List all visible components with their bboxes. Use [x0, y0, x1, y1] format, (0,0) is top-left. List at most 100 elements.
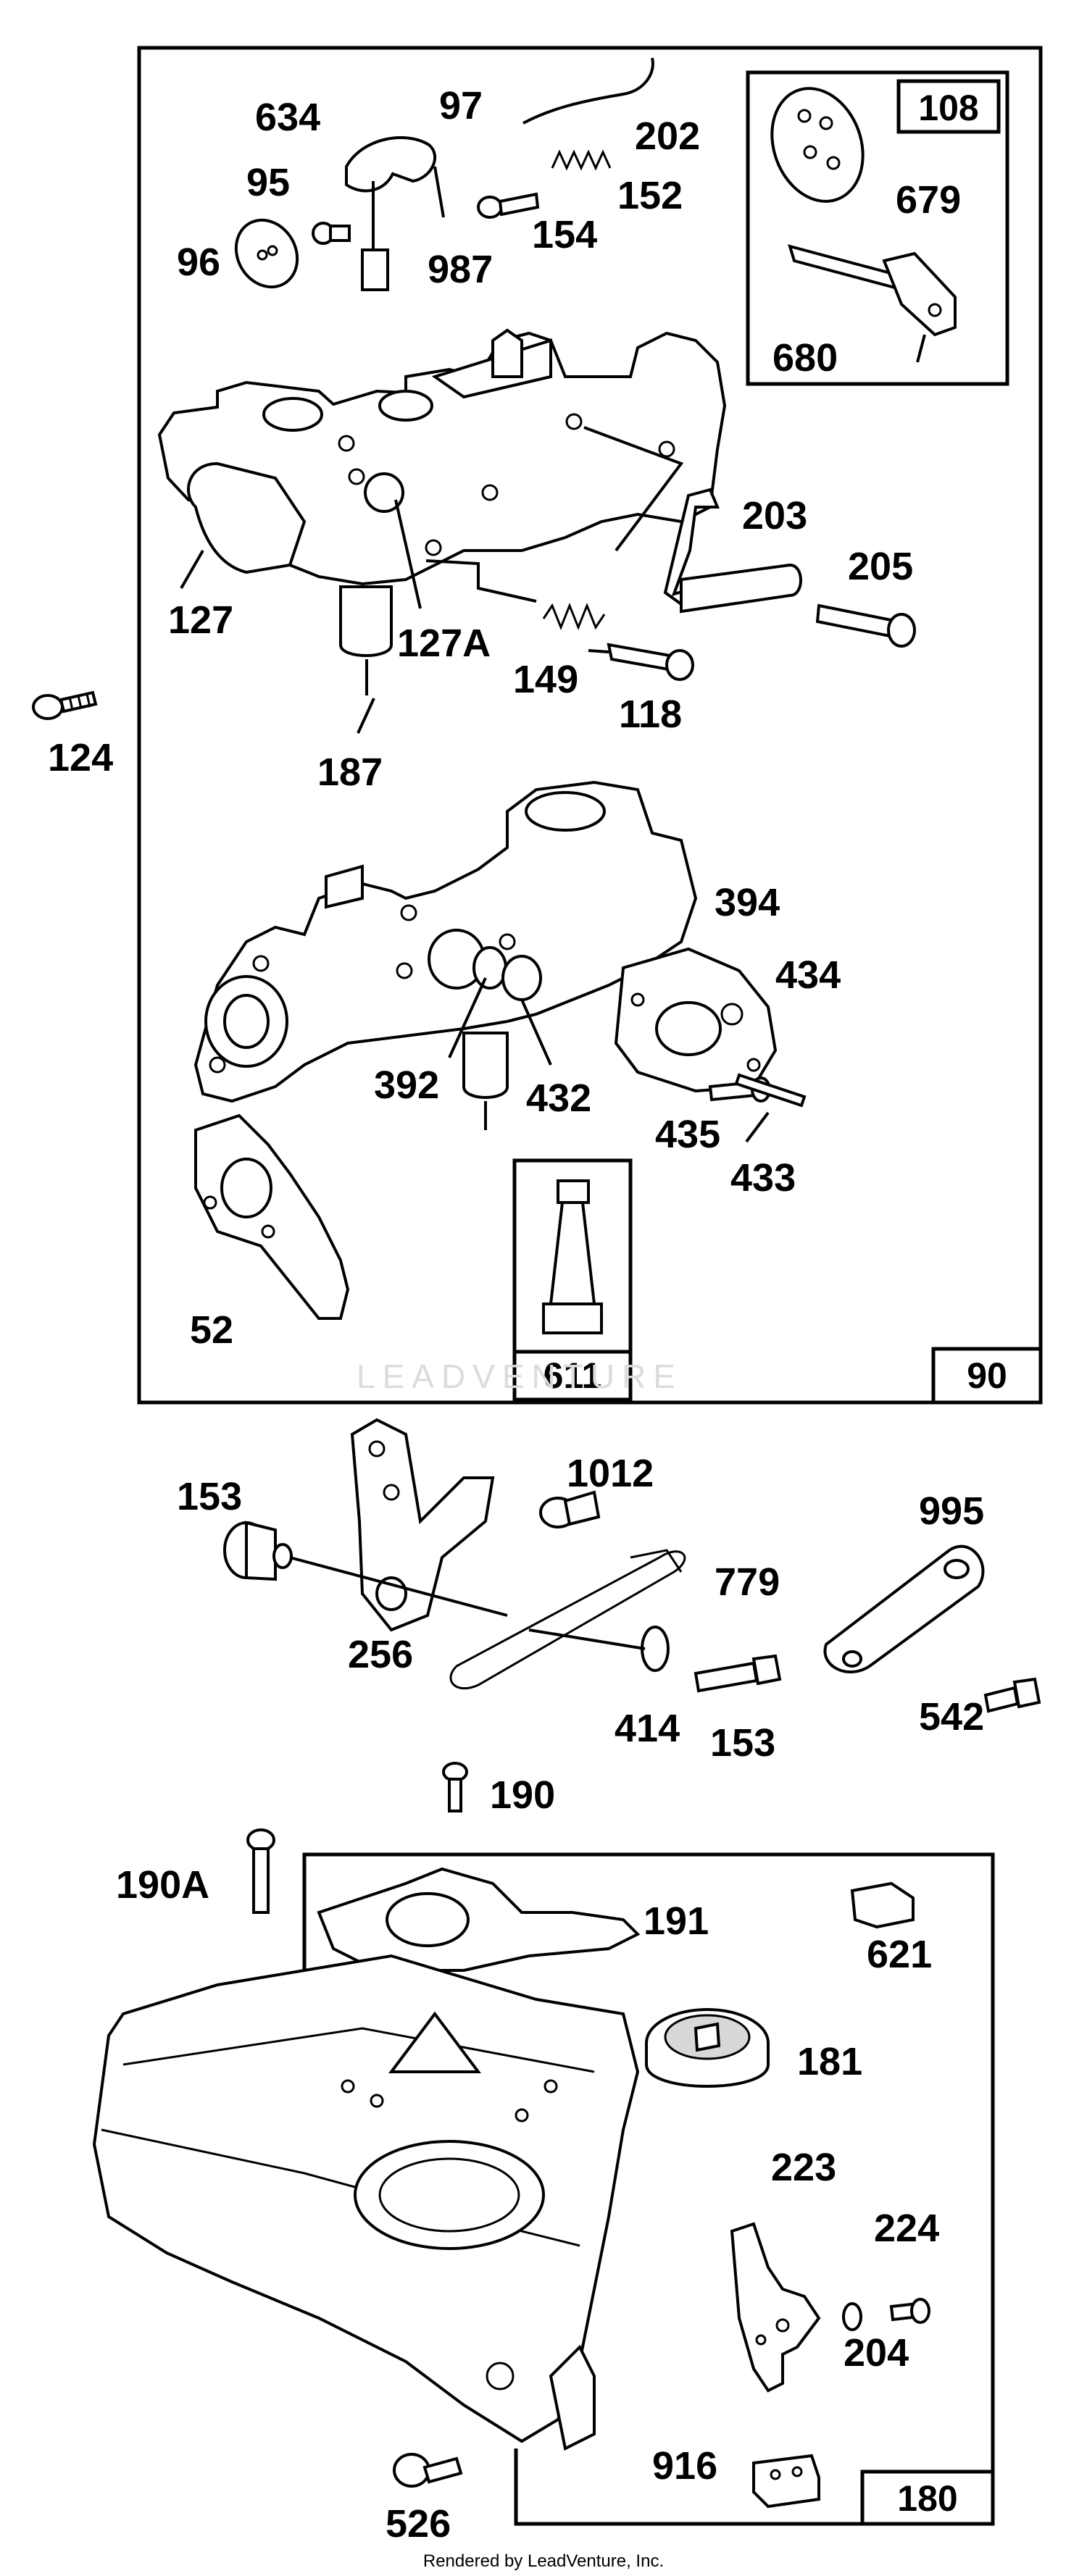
link-wire-part — [522, 57, 654, 125]
part-label-204: 204 — [844, 2331, 909, 2375]
part-label-432: 432 — [526, 1076, 591, 1120]
screw-153b-part — [694, 1654, 782, 1693]
spring-152-part — [551, 149, 612, 171]
spring-149-part — [542, 602, 606, 631]
leader-line — [425, 559, 537, 603]
screw-154-part — [477, 192, 540, 219]
part-label-394: 394 — [715, 881, 780, 924]
leader-line — [520, 999, 552, 1066]
bracket-223-part — [730, 2222, 821, 2393]
group-box-90 — [137, 46, 1043, 1405]
group-box-108-tag — [896, 79, 1001, 134]
link-779-part — [449, 1549, 686, 1690]
leader-line — [289, 1556, 508, 1617]
part-label-916: 916 — [652, 2444, 717, 2488]
leader-line — [180, 550, 204, 589]
carburetor-body-upper — [157, 328, 727, 695]
part-label-203: 203 — [742, 494, 807, 538]
leader-line — [745, 1111, 770, 1143]
group-box-90-label: 90 — [967, 1355, 1007, 1396]
part-label-987: 987 — [428, 248, 493, 291]
group-box-108 — [746, 70, 1009, 386]
footer-credit: Rendered by LeadVenture, Inc. — [422, 2551, 665, 2571]
fuel-cap-181-part — [645, 2008, 770, 2088]
part-label-542: 542 — [919, 1695, 984, 1739]
part-label-153: 153 — [177, 1475, 242, 1518]
part-label-526: 526 — [386, 2502, 451, 2546]
fuel-tank-part — [92, 1954, 640, 2451]
part-label-621: 621 — [867, 1933, 932, 1976]
clamp-916-part — [752, 2454, 820, 2509]
part-label-154: 154 — [532, 213, 597, 256]
leader-line — [394, 499, 422, 609]
screw-190-part — [442, 1762, 468, 1812]
bracket-995-part — [823, 1544, 985, 1674]
group-box-611-label: 611 — [544, 1355, 602, 1396]
part-label-680: 680 — [772, 336, 838, 380]
o-ring-392-part — [472, 946, 507, 990]
group-box-611-tag — [512, 1350, 633, 1402]
part-label-149: 149 — [513, 658, 578, 701]
choke-plate-96-part — [234, 218, 299, 289]
part-label-224: 224 — [874, 2207, 939, 2250]
screw-542-part — [983, 1677, 1041, 1713]
part-label-414: 414 — [615, 1707, 680, 1750]
tool-611-part — [542, 1179, 603, 1334]
part-label-152: 152 — [617, 174, 683, 217]
bushing-153-part — [223, 1521, 293, 1581]
gasket-191-part — [317, 1867, 641, 1972]
leader-line — [583, 426, 684, 552]
part-label-223: 223 — [771, 2146, 836, 2189]
carburetor-body-lower — [193, 780, 698, 1130]
watermark: LEADVENTURE — [357, 1358, 683, 1395]
bracket-256-part — [350, 1418, 495, 1632]
screw-526-part — [393, 2453, 463, 2488]
part-label-96: 96 — [177, 241, 220, 284]
part-label-202: 202 — [635, 114, 700, 158]
screw-95-part — [312, 222, 351, 245]
screw-124-part — [32, 690, 98, 720]
part-label-52: 52 — [190, 1308, 233, 1352]
choke-shaft-679-part — [788, 244, 957, 363]
part-label-191: 191 — [644, 1899, 709, 1943]
group-box-180-label: 180 — [897, 2478, 957, 2519]
throttle-lever-part — [345, 136, 445, 291]
part-label-995: 995 — [919, 1489, 984, 1533]
washer-204-part — [842, 2302, 862, 2331]
screw-224-part — [889, 2298, 930, 2324]
needle-valve-118-part — [588, 643, 694, 681]
gasket-52-part — [194, 1113, 350, 1320]
group-box-180 — [302, 1852, 995, 2526]
part-label-127: 127 — [168, 598, 233, 642]
part-label-256: 256 — [348, 1633, 413, 1676]
part-label-1012: 1012 — [567, 1452, 654, 1495]
cover-434-part — [614, 947, 778, 1093]
pin-205-part — [815, 603, 916, 648]
washer-414-part — [641, 1626, 670, 1672]
group-box-90-tag — [931, 1347, 1043, 1405]
part-label-779: 779 — [715, 1560, 780, 1604]
group-box-108-label: 108 — [918, 88, 978, 128]
choke-plate-108-part — [770, 87, 865, 203]
pin-433-part — [734, 1073, 807, 1108]
throttle-lever-203-part — [663, 488, 802, 614]
part-label-679: 679 — [896, 178, 961, 222]
part-label-118: 118 — [619, 693, 682, 736]
part-label-634: 634 — [255, 96, 320, 139]
part-label-187: 187 — [317, 750, 383, 794]
clip-621-part — [850, 1881, 915, 1929]
part-label-153-b: 153 — [710, 1721, 775, 1765]
part-label-392: 392 — [374, 1063, 439, 1107]
part-label-434: 434 — [775, 953, 841, 997]
part-label-127A: 127A — [397, 622, 491, 665]
part-label-205: 205 — [848, 545, 913, 588]
part-label-190: 190 — [490, 1773, 555, 1817]
screw-1012-part — [539, 1490, 601, 1529]
part-label-433: 433 — [730, 1156, 796, 1200]
part-label-97: 97 — [439, 84, 483, 127]
leader-line — [448, 977, 487, 1058]
leader-line — [528, 1628, 646, 1650]
part-label-435: 435 — [655, 1113, 720, 1156]
leader-line — [357, 698, 375, 734]
